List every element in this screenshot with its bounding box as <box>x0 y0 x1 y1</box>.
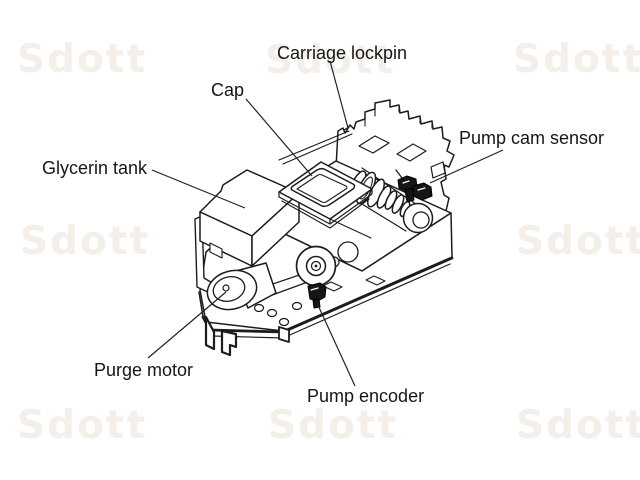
glycerin-tank-part <box>199 169 300 267</box>
watermark-text: Sdott <box>20 219 151 264</box>
wall-slot <box>365 275 386 286</box>
foot <box>278 326 290 343</box>
purge-motor-part <box>206 262 277 311</box>
pump-pulley-part <box>295 245 337 287</box>
label-pump-encoder: Pump encoder <box>307 386 425 406</box>
watermark-text: Sdott <box>17 37 148 82</box>
watermark-text: Sdott <box>516 403 640 448</box>
leader-line-cap <box>245 98 313 177</box>
leader-line-carriage-lockpin <box>329 60 349 129</box>
watermark-text: Sdott <box>265 38 396 83</box>
watermark-text: Sdott <box>513 37 640 82</box>
label-pump-cam-sensor: Pump cam sensor <box>459 128 605 148</box>
cap-part <box>278 161 373 229</box>
pump-cam-sensor-part <box>395 169 433 203</box>
leader-line-purge-motor <box>147 291 227 359</box>
label-glycerin-tank: Glycerin tank <box>42 158 148 178</box>
watermark-text: Sdott <box>516 219 640 264</box>
leader-line-pump-encoder <box>316 302 356 387</box>
frame-slot <box>396 143 427 162</box>
watermark-text: Sdott <box>268 403 399 448</box>
gear-part <box>337 241 359 263</box>
mounting-feet <box>204 315 290 357</box>
frame-slot <box>430 161 446 179</box>
frame-slot <box>358 135 390 154</box>
watermark-text: Sdott <box>17 403 148 448</box>
leader-line-pump-cam-sensor <box>429 149 504 184</box>
label-cap: Cap <box>211 80 245 100</box>
label-carriage-lockpin: Carriage lockpin <box>277 43 408 63</box>
label-purge-motor: Purge motor <box>94 360 194 380</box>
leader-lines <box>147 60 504 387</box>
wall-slot <box>322 281 343 292</box>
foot <box>220 329 238 357</box>
leader-line-glycerin-tank <box>151 169 246 209</box>
foot <box>204 315 216 351</box>
pump-encoder-part <box>307 282 327 309</box>
